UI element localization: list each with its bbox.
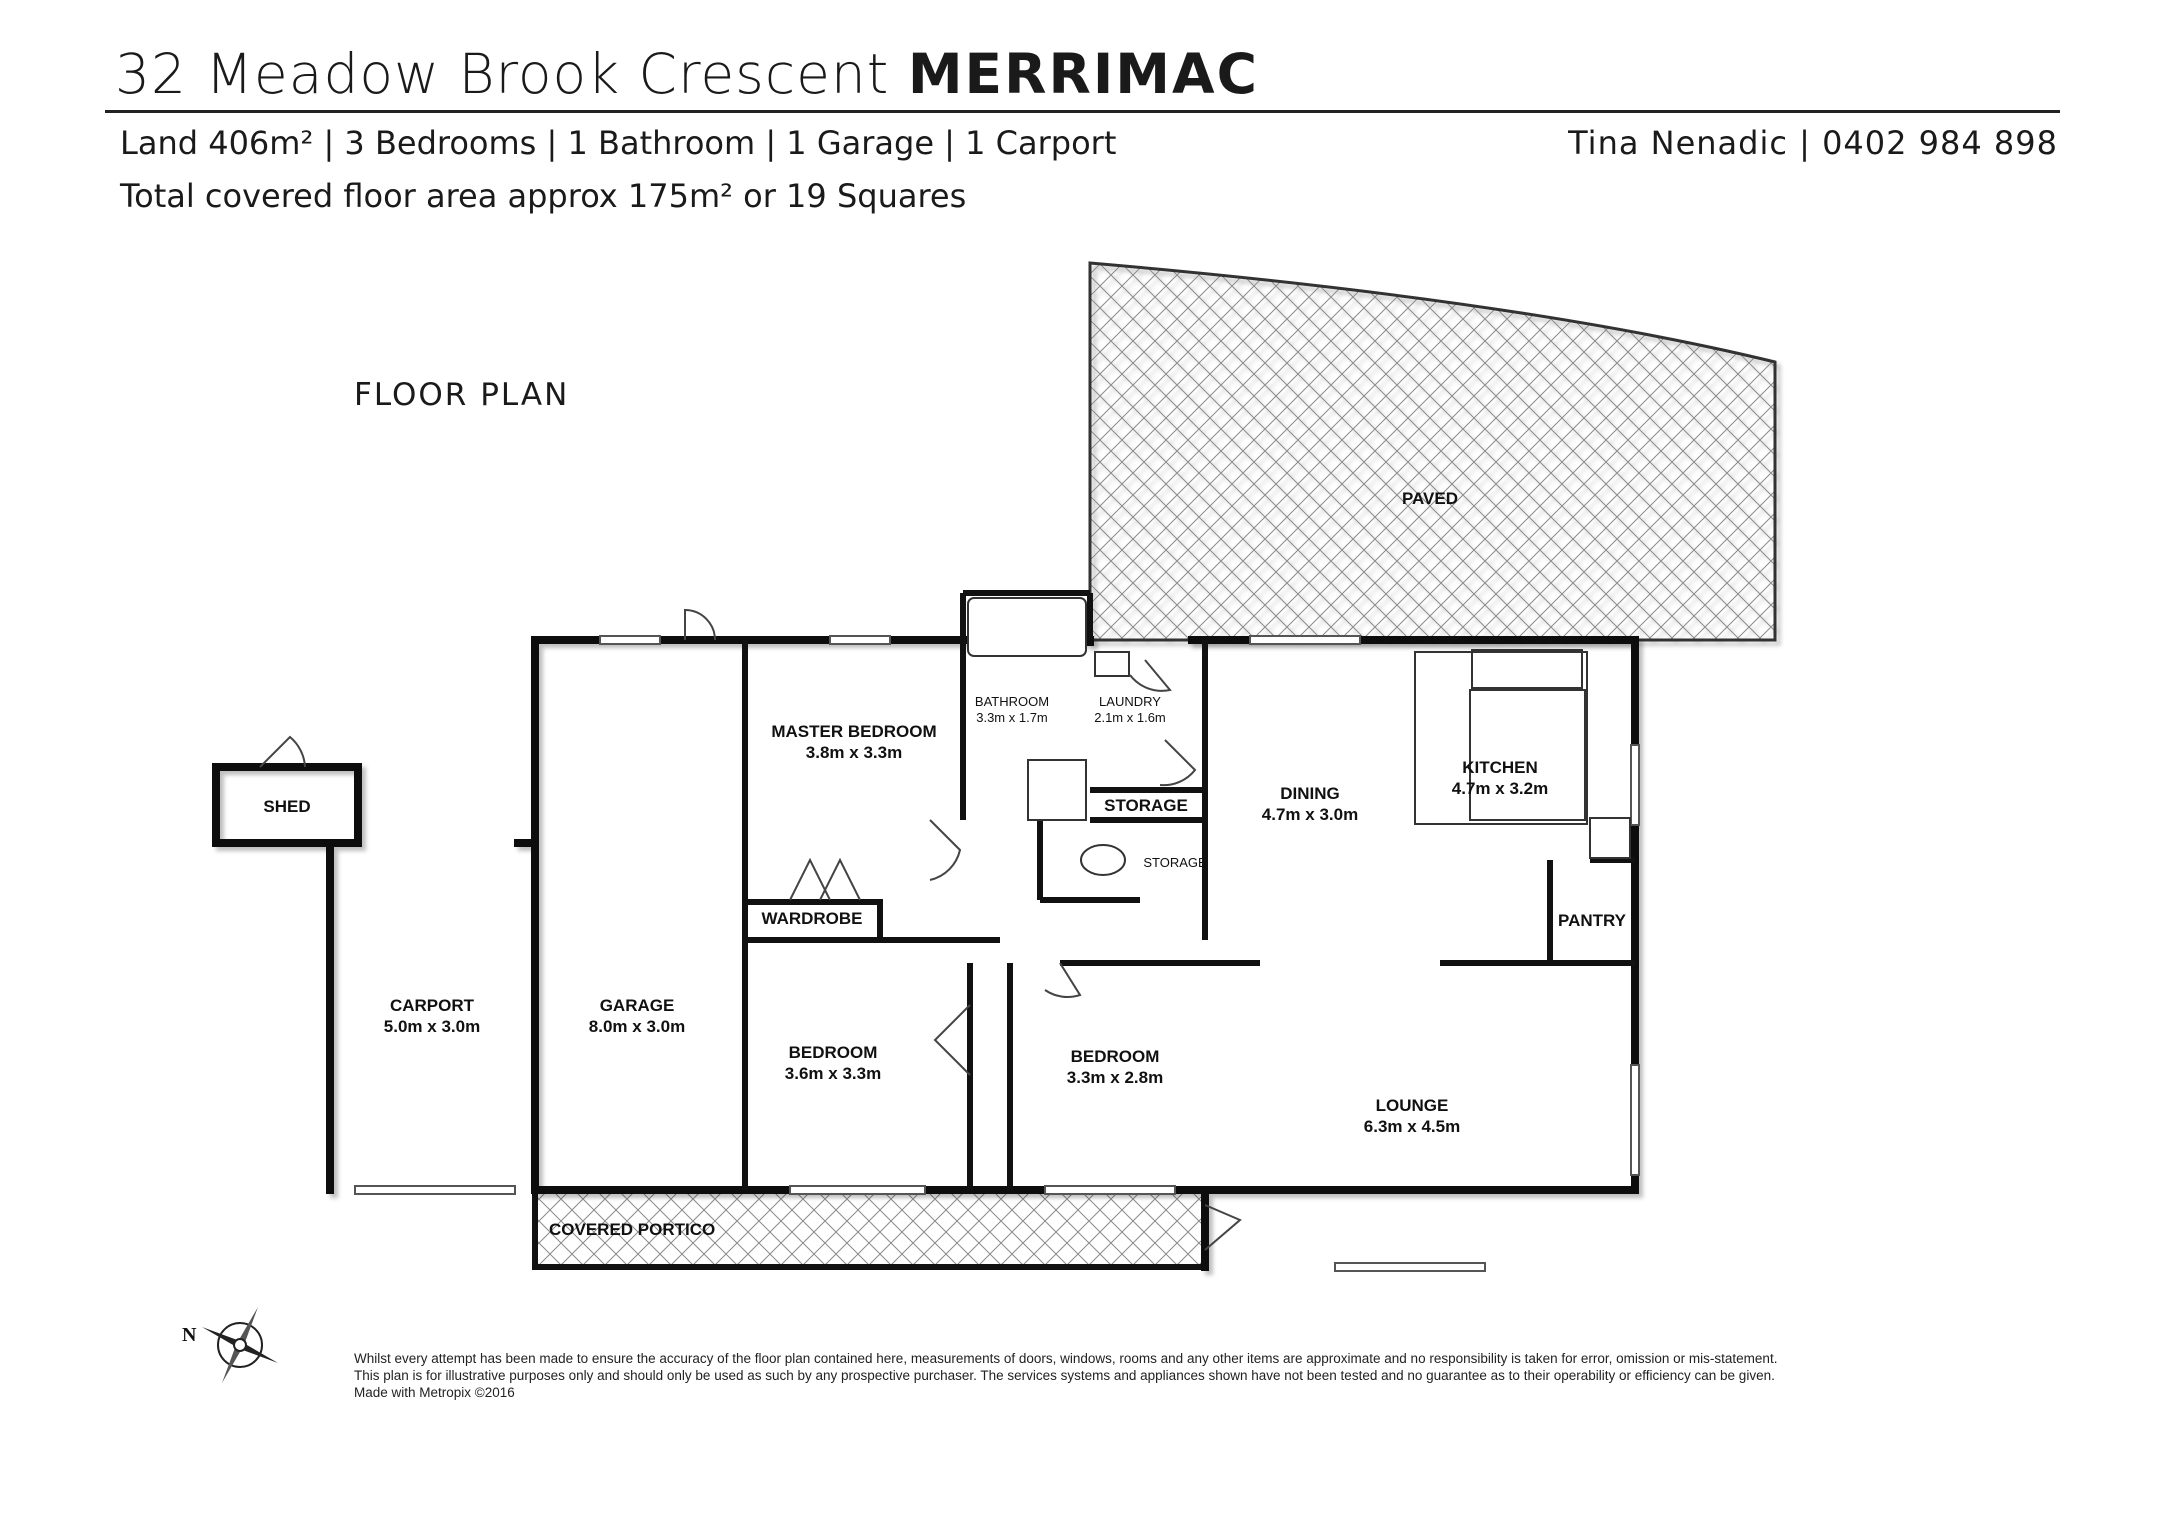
kitchen-dims: 4.7m x 3.2m xyxy=(1452,779,1548,798)
compass-rose-icon: N xyxy=(182,1307,278,1383)
bedroom3-dims: 3.3m x 2.8m xyxy=(1067,1068,1163,1087)
front-door-swing xyxy=(1204,1204,1242,1251)
wardrobe-box xyxy=(742,899,883,943)
address-street: 32 Meadow Brook Crescent xyxy=(115,42,890,106)
garage-dims: 8.0m x 3.0m xyxy=(589,1017,685,1036)
storage-small-label: STORAGE xyxy=(1143,855,1207,870)
header-divider xyxy=(105,110,2060,113)
garage-label: GARAGE xyxy=(600,996,675,1015)
laundry-dims: 2.1m x 1.6m xyxy=(1094,710,1166,725)
disclaimer-line-1: Whilst every attempt has been made to en… xyxy=(354,1351,1778,1366)
laundry-label: LAUNDRY xyxy=(1099,694,1161,709)
carport-label: CARPORT xyxy=(390,996,475,1015)
kitchen-sink xyxy=(1471,649,1583,689)
shed-door-swing xyxy=(259,735,306,768)
storage-door-swing xyxy=(1159,739,1197,787)
disclaimer: Whilst every attempt has been made to en… xyxy=(354,1350,1914,1401)
hall-door-swing xyxy=(929,819,962,881)
dining-window xyxy=(1249,635,1361,645)
portico-label: COVERED PORTICO xyxy=(549,1220,715,1239)
floor-area-note: Total covered floor area approx 175m² or… xyxy=(120,177,967,215)
bathroom-label: BATHROOM xyxy=(975,694,1049,709)
kitchen-island xyxy=(1469,689,1586,821)
master-bedroom-label: MASTER BEDROOM xyxy=(771,722,936,741)
lounge-window-east xyxy=(1630,1064,1640,1176)
wardrobe-door-swing xyxy=(789,857,861,901)
toilet xyxy=(1080,844,1126,876)
garage-window xyxy=(599,635,661,645)
bedroom-window xyxy=(789,1185,926,1195)
bedroom2-label: BEDROOM xyxy=(789,1043,878,1062)
bathtub xyxy=(967,597,1087,657)
shed-walls xyxy=(212,763,362,847)
address-suburb: MERRIMAC xyxy=(907,42,1259,106)
shower xyxy=(1027,759,1087,821)
laundry-door-swing xyxy=(1129,659,1172,692)
kitchen-bench xyxy=(1414,651,1588,825)
carport-opening xyxy=(354,1185,516,1195)
bedroom3-window xyxy=(1044,1185,1176,1195)
laundry-tub xyxy=(1094,651,1130,677)
master-window xyxy=(829,635,891,645)
lounge-label: LOUNGE xyxy=(1376,1096,1449,1115)
garage-door-swing xyxy=(684,608,716,641)
bedroom2-dims: 3.6m x 3.3m xyxy=(785,1064,881,1083)
compass-north-letter: N xyxy=(182,1324,197,1346)
disclaimer-line-3: Made with Metropix ©2016 xyxy=(354,1385,515,1400)
bathroom-dims: 3.3m x 1.7m xyxy=(976,710,1048,725)
storage-label: STORAGE xyxy=(1104,796,1188,815)
disclaimer-line-2: This plan is for illustrative purposes o… xyxy=(354,1368,1775,1383)
paved-area xyxy=(1088,261,1777,642)
lounge-window-south xyxy=(1334,1262,1486,1272)
lounge-dims: 6.3m x 4.5m xyxy=(1364,1117,1460,1136)
dining-dims: 4.7m x 3.0m xyxy=(1262,805,1358,824)
bedroom3-door-swing xyxy=(1044,962,1082,998)
carport-dims: 5.0m x 3.0m xyxy=(384,1017,480,1036)
kitchen-window xyxy=(1630,744,1640,826)
paved-label: PAVED xyxy=(1402,489,1458,508)
floor-plan-label: FLOOR PLAN xyxy=(354,377,570,413)
shed-label: SHED xyxy=(263,797,310,816)
property-address-title: 32 Meadow Brook Crescent MERRIMAC xyxy=(115,42,1259,106)
closet-door-swing xyxy=(933,1004,971,1076)
room-labels: PAVED SHED CARPORT 5.0m x 3.0m GARAGE 8.… xyxy=(263,489,1626,1239)
wardrobe-label: WARDROBE xyxy=(761,909,862,928)
dining-label: DINING xyxy=(1280,784,1340,803)
property-summary: Land 406m² | 3 Bedrooms | 1 Bathroom | 1… xyxy=(120,124,1117,162)
pantry-label: PANTRY xyxy=(1558,911,1627,930)
master-bedroom-dims: 3.8m x 3.3m xyxy=(806,743,902,762)
kitchen-label: KITCHEN xyxy=(1462,758,1538,777)
carport-walls xyxy=(326,839,539,1194)
cooktop xyxy=(1589,817,1631,859)
bedroom3-label: BEDROOM xyxy=(1071,1047,1160,1066)
agent-contact: Tina Nenadic | 0402 984 898 xyxy=(1568,124,2058,162)
